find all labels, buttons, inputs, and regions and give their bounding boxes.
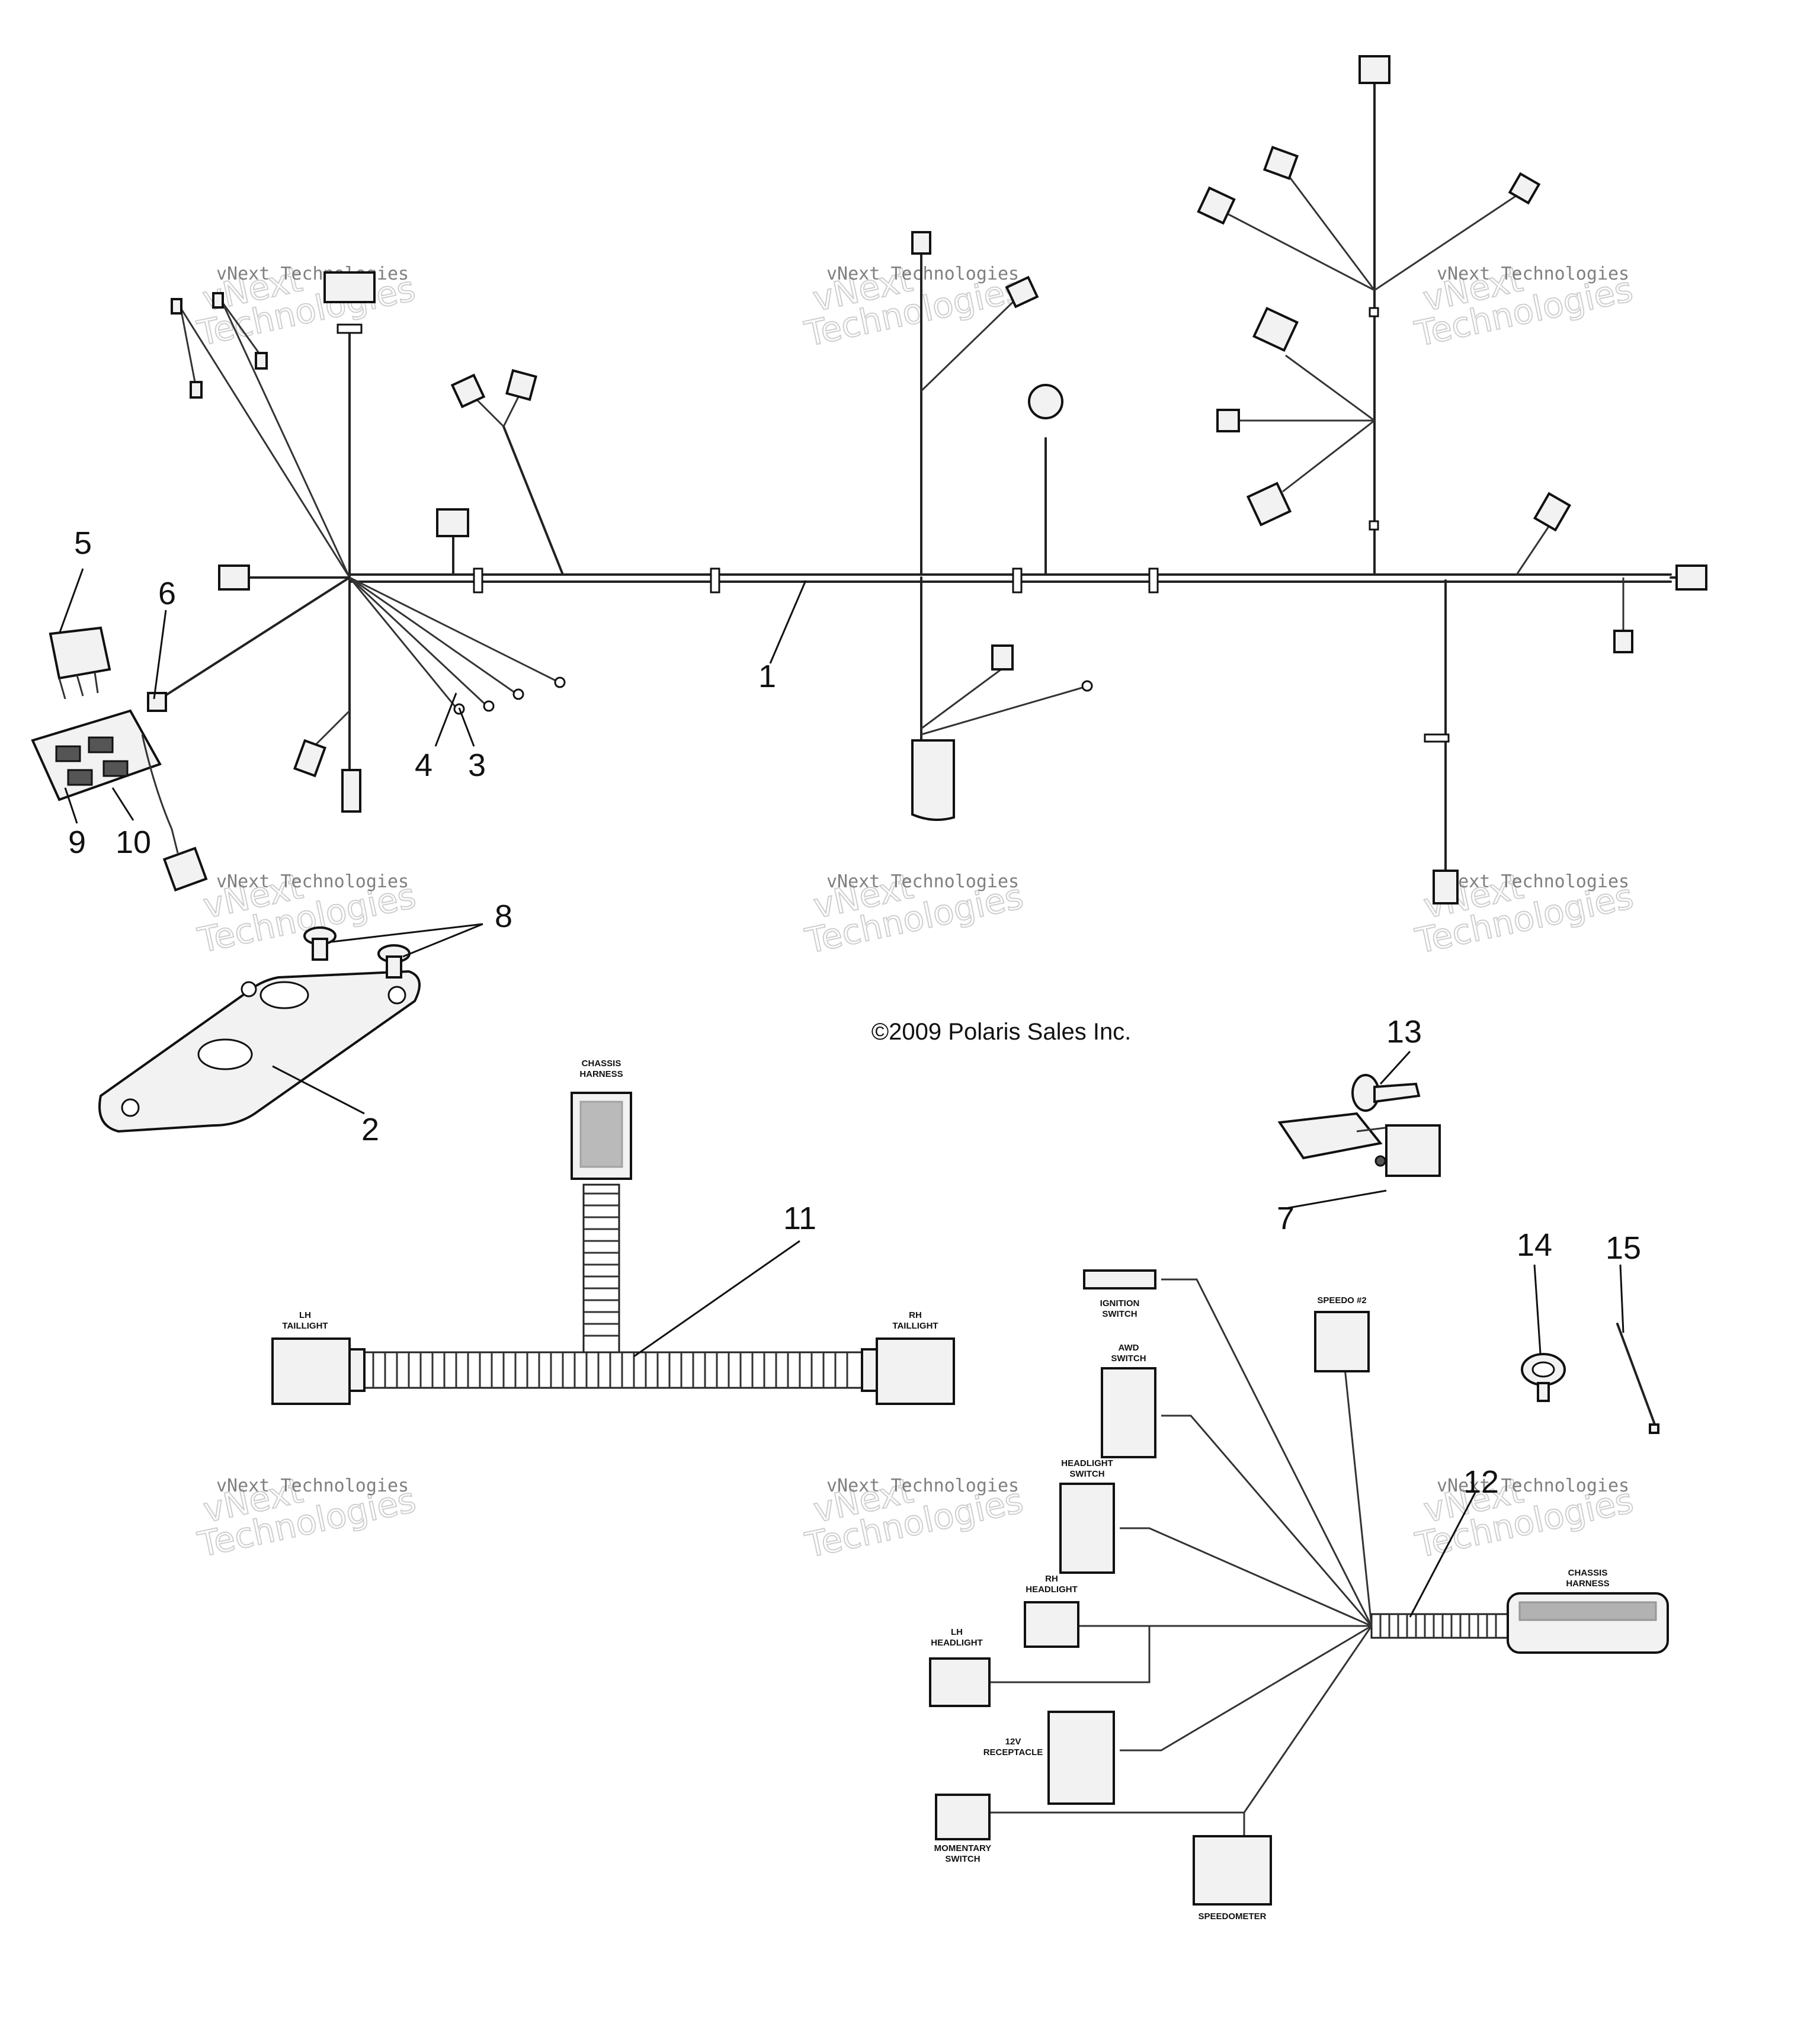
- callout-10: 10: [116, 825, 151, 860]
- svg-text:vNext Technologies: vNext Technologies: [216, 871, 409, 892]
- callout-13: 13: [1386, 1014, 1422, 1050]
- momentary-switch-connector: [935, 1794, 991, 1840]
- svg-text:SWITCH: SWITCH: [1111, 1353, 1146, 1364]
- rh-headlight-connector: [1024, 1601, 1079, 1648]
- watermark: vNext Technologies vNext Technologies: [800, 258, 1027, 355]
- cable-tie-15: [1616, 1323, 1659, 1434]
- svg-text:vNext Technologies: vNext Technologies: [216, 264, 409, 284]
- callout-9: 9: [68, 825, 86, 860]
- light-harness: CHASSIS HARNESS LH TAILLIGHT RH TAILLIGH…: [271, 1058, 955, 1405]
- svg-text:HARNESS: HARNESS: [579, 1069, 623, 1079]
- chassis-harness-connector: [571, 1092, 632, 1180]
- watermark: vNext Technologies vNext Technologies: [1411, 1470, 1638, 1566]
- svg-text:LH: LH: [951, 1627, 963, 1637]
- speedo-2-connector: [1314, 1311, 1370, 1372]
- svg-text:SWITCH: SWITCH: [1069, 1469, 1104, 1479]
- clamp-14: [1521, 1353, 1566, 1402]
- svg-text:RH: RH: [909, 1310, 922, 1320]
- svg-text:vNext Technologies: vNext Technologies: [1437, 871, 1629, 892]
- callout-1: 1: [758, 659, 776, 694]
- relay: [49, 626, 111, 680]
- svg-text:RECEPTACLE: RECEPTACLE: [983, 1747, 1043, 1757]
- speedometer-connector: [1193, 1835, 1272, 1906]
- svg-text:RH: RH: [1045, 1574, 1058, 1584]
- watermark: vNext Technologies vNext Technologies: [1411, 258, 1637, 355]
- copyright-text: ©2009 Polaris Sales Inc.: [871, 1019, 1132, 1045]
- watermark: vNext Technologies vNext Technologies: [801, 865, 1027, 962]
- svg-text:LH: LH: [299, 1310, 311, 1320]
- svg-text:SPEEDO #2: SPEEDO #2: [1317, 1295, 1366, 1306]
- connector: [1433, 870, 1459, 904]
- switch-connector-assembly: [1277, 1074, 1441, 1177]
- svg-text:TAILLIGHT: TAILLIGHT: [892, 1321, 938, 1331]
- callouts: 1 2 3 4 5 6 7 8 9 10 11 12 13 14 15: [68, 525, 1641, 1500]
- connector: [341, 769, 361, 813]
- mount-plate: [98, 970, 421, 1133]
- connector: [323, 271, 376, 303]
- svg-text:HEADLIGHT: HEADLIGHT: [1061, 1458, 1113, 1468]
- svg-text:vNext Technologies: vNext Technologies: [216, 1476, 409, 1496]
- svg-text:SPEEDOMETER: SPEEDOMETER: [1198, 1911, 1266, 1922]
- connector-round: [1028, 384, 1063, 419]
- svg-text:CHASSIS: CHASSIS: [1568, 1568, 1608, 1578]
- leader-lines: [58, 568, 1624, 1618]
- chassis-harness-connector: [1507, 1592, 1669, 1654]
- svg-text:TAILLIGHT: TAILLIGHT: [282, 1321, 328, 1331]
- svg-text:12V: 12V: [1005, 1737, 1021, 1747]
- callout-2: 2: [361, 1112, 379, 1147]
- rh-taillight-connector: [876, 1337, 955, 1405]
- svg-text:HEADLIGHT: HEADLIGHT: [931, 1638, 983, 1648]
- watermark: vNext Technologies vNext Technologies: [193, 258, 419, 354]
- fuse-block: [31, 709, 162, 801]
- callout-12: 12: [1463, 1464, 1499, 1500]
- ignition-switch-connector: [1083, 1269, 1156, 1290]
- connector: [1675, 564, 1707, 591]
- svg-text:HARNESS: HARNESS: [1566, 1579, 1609, 1589]
- svg-text:HEADLIGHT: HEADLIGHT: [1026, 1584, 1078, 1595]
- callout-8: 8: [495, 899, 512, 934]
- connector-block: [911, 739, 955, 821]
- callout-3: 3: [468, 748, 486, 783]
- watermark: vNext Technologies vNext Technologies: [194, 1470, 420, 1566]
- connector: [162, 846, 208, 892]
- callout-6: 6: [158, 576, 176, 611]
- svg-text:vNext Technologies: vNext Technologies: [826, 264, 1019, 284]
- fuse: [147, 692, 167, 712]
- svg-text:vNext Technologies: vNext Technologies: [1437, 264, 1629, 284]
- connector: [436, 508, 469, 537]
- callout-11: 11: [783, 1201, 816, 1236]
- svg-text:SWITCH: SWITCH: [1102, 1309, 1137, 1319]
- lh-taillight-connector: [271, 1337, 351, 1405]
- 12v-receptacle-connector: [1047, 1711, 1115, 1805]
- watermark: vNext Technologies vNext Technologies: [801, 1470, 1027, 1566]
- callout-15: 15: [1606, 1230, 1641, 1266]
- svg-text:MOMENTARY: MOMENTARY: [934, 1843, 992, 1853]
- screws: [303, 926, 411, 979]
- svg-text:IGNITION: IGNITION: [1100, 1298, 1140, 1308]
- awd-switch-connector: [1101, 1367, 1156, 1458]
- callout-7: 7: [1277, 1201, 1294, 1236]
- svg-text:vNext Technologies: vNext Technologies: [826, 1476, 1019, 1496]
- svg-text:AWD: AWD: [1119, 1343, 1139, 1353]
- main-harness: [159, 55, 1707, 904]
- callout-14: 14: [1517, 1227, 1552, 1263]
- svg-text:vNext Technologies: vNext Technologies: [826, 871, 1019, 892]
- connector-7: [1385, 1124, 1441, 1177]
- connector: [1358, 55, 1390, 84]
- dash-harness: IGNITION SWITCH SPEEDO #2 AWD SWITCH HEA…: [929, 1269, 1669, 1922]
- svg-text:SWITCH: SWITCH: [945, 1854, 980, 1864]
- svg-text:CHASSIS: CHASSIS: [582, 1058, 621, 1069]
- headlight-switch-connector: [1059, 1483, 1115, 1574]
- connector: [218, 564, 250, 591]
- lh-headlight-connector: [929, 1657, 991, 1707]
- callout-4: 4: [415, 748, 432, 783]
- callout-5: 5: [74, 525, 92, 561]
- relay-assembly: [31, 626, 208, 892]
- svg-text:vNext Technologies: vNext Technologies: [1437, 1476, 1629, 1496]
